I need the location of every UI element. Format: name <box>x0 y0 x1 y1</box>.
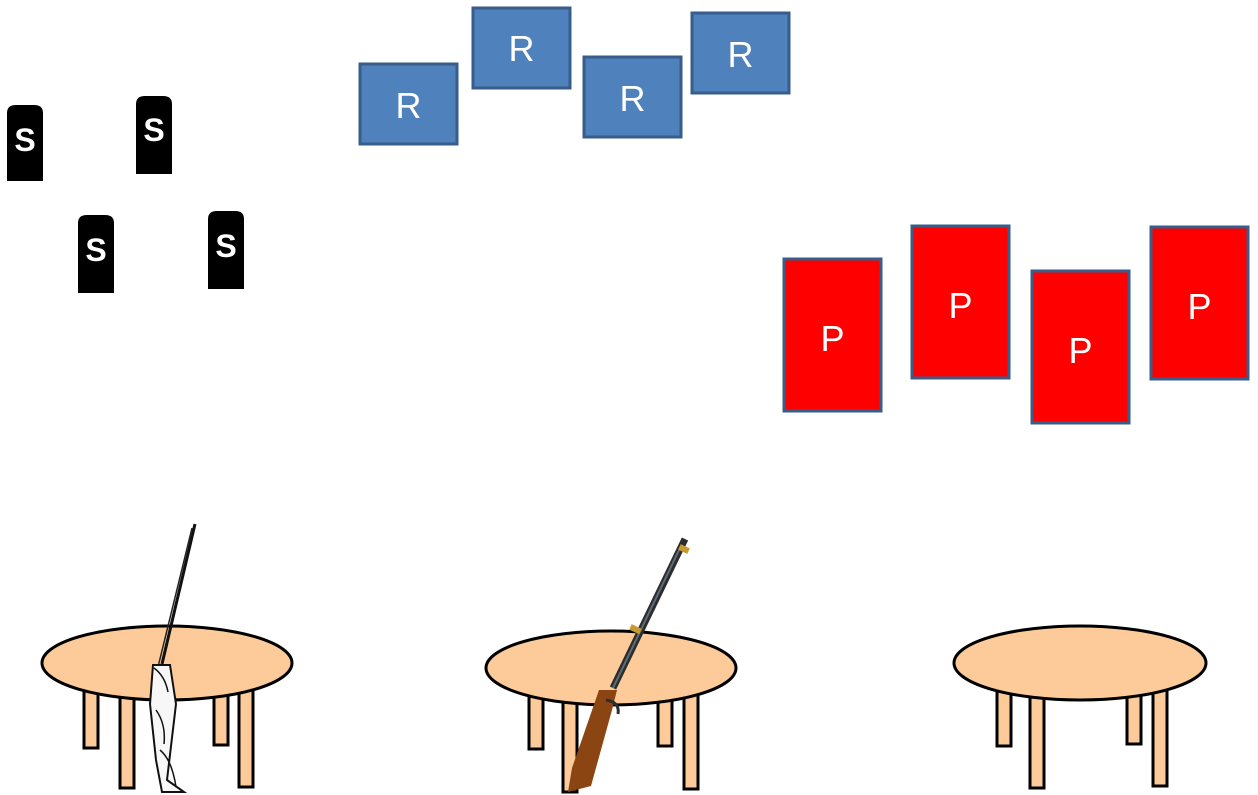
r-box-group: R R R R <box>358 6 791 146</box>
shotgun-icon[interactable] <box>148 523 197 793</box>
r-box-label: R <box>396 85 422 126</box>
p-box[interactable]: P <box>1030 269 1131 425</box>
p-box-label: P <box>1187 286 1211 327</box>
p-box-label: P <box>1068 330 1092 371</box>
s-tag[interactable]: S <box>7 105 43 181</box>
p-box-group: P P P P <box>782 224 1250 425</box>
r-box[interactable]: R <box>471 6 572 90</box>
r-box[interactable]: R <box>582 55 683 139</box>
r-box-label: R <box>728 34 754 75</box>
p-box-label: P <box>820 318 844 359</box>
table-middle[interactable] <box>484 537 738 794</box>
r-box[interactable]: R <box>690 11 791 95</box>
r-box[interactable]: R <box>358 62 459 146</box>
table-right[interactable] <box>952 624 1208 790</box>
s-tag-label: S <box>143 112 164 148</box>
table-left[interactable] <box>40 523 294 793</box>
r-box-label: R <box>509 28 535 69</box>
p-box-label: P <box>948 285 972 326</box>
s-tag[interactable]: S <box>136 96 172 174</box>
s-tag[interactable]: S <box>78 215 114 293</box>
rifle-icon[interactable] <box>568 537 690 792</box>
p-box[interactable]: P <box>910 224 1011 380</box>
s-tag-label: S <box>14 122 35 158</box>
s-tag-label: S <box>85 232 106 268</box>
s-tag-group: S S S S <box>7 96 244 293</box>
p-box[interactable]: P <box>782 257 883 413</box>
s-tag-label: S <box>215 228 236 264</box>
r-box-label: R <box>620 78 646 119</box>
p-box[interactable]: P <box>1149 225 1250 381</box>
s-tag[interactable]: S <box>208 211 244 289</box>
